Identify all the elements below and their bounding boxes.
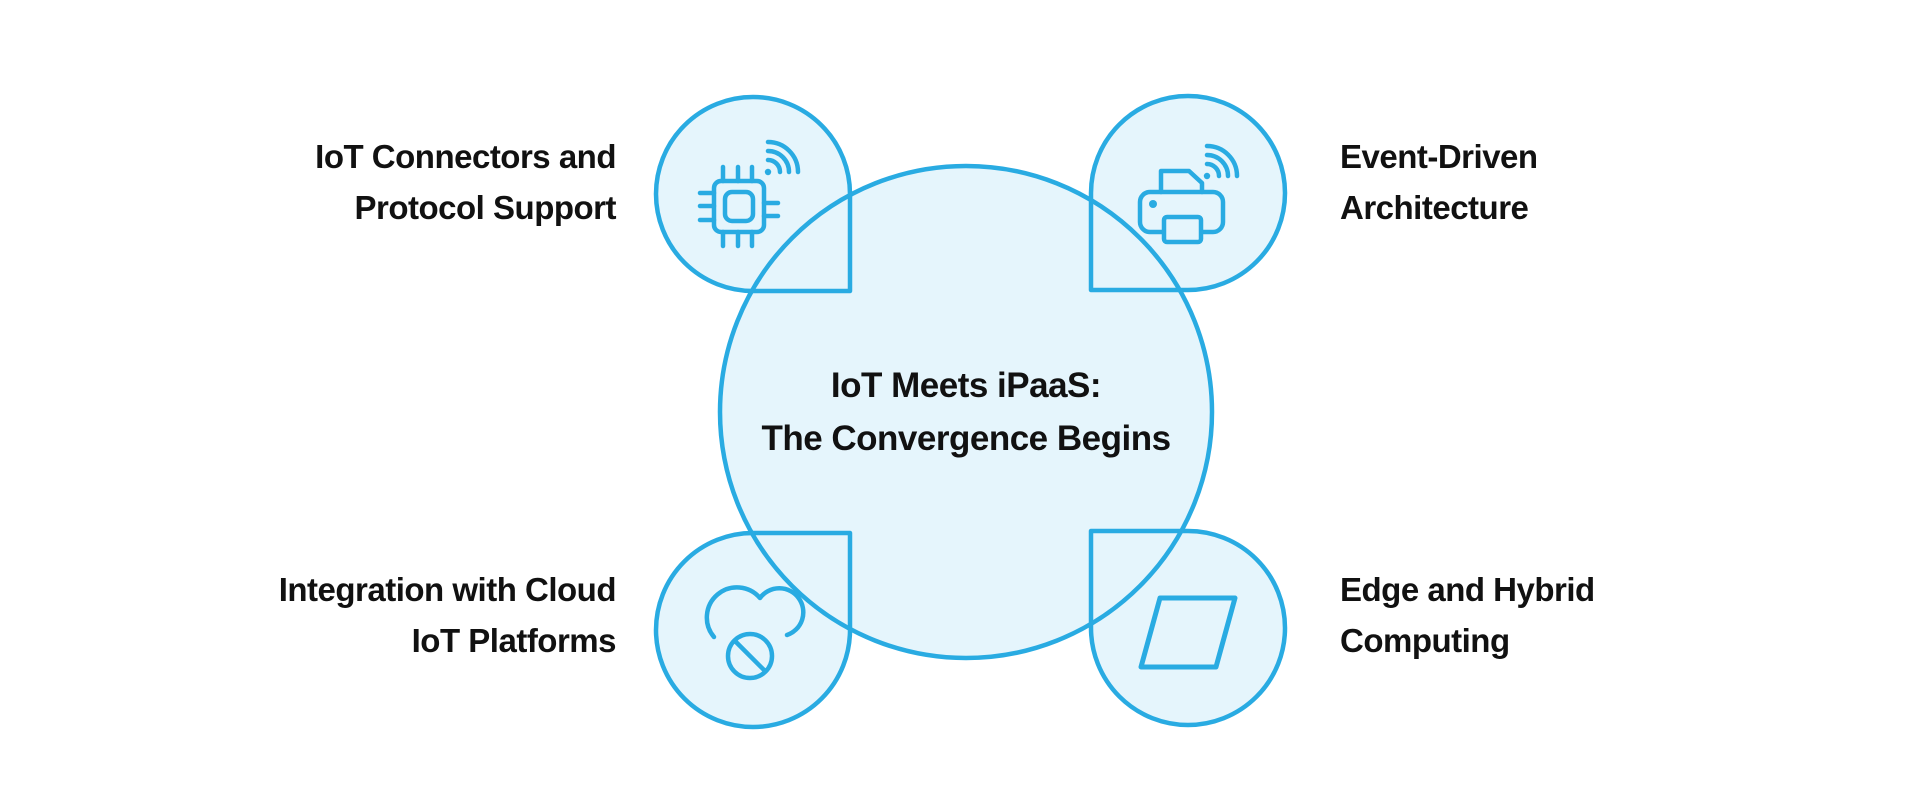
node-shape-top-left: [653, 94, 853, 294]
node-label-line: Event-Driven: [1340, 138, 1538, 175]
node-label-line: Integration with Cloud: [278, 571, 617, 608]
node-label-line: IoT Platforms: [411, 622, 617, 659]
node-label-bottom-left: Integration with Cloud IoT Platforms: [278, 564, 617, 666]
node-shape-top-right: [1088, 93, 1288, 293]
hub-title-line2: The Convergence Begins: [761, 419, 1171, 458]
node-label-bottom-right: Edge and Hybrid Computing: [1340, 564, 1595, 666]
cloud-offline-icon: [704, 585, 806, 681]
node-label-top-right: Event-Driven Architecture: [1340, 131, 1538, 233]
hub-title-line1: IoT Meets iPaaS:: [830, 366, 1102, 405]
hub-title: IoT Meets iPaaS: The Convergence Begins: [716, 359, 1216, 465]
parallelogram-icon: [1138, 595, 1238, 670]
node-shape-bottom-right: [1088, 528, 1288, 728]
node-label-line: Architecture: [1340, 189, 1529, 226]
printer-wifi-icon: [1137, 143, 1240, 245]
hub-circle: [717, 163, 1215, 661]
node-label-line: Edge and Hybrid: [1340, 571, 1595, 608]
node-label-line: Computing: [1340, 622, 1510, 659]
node-label-top-left: IoT Connectors and Protocol Support: [315, 131, 616, 233]
node-shape-bottom-left: [653, 530, 853, 730]
chip-wifi-icon: [697, 139, 801, 249]
node-label-line: IoT Connectors and: [315, 138, 616, 175]
node-label-line: Protocol Support: [354, 189, 617, 226]
shape-outlines: [653, 93, 1288, 730]
